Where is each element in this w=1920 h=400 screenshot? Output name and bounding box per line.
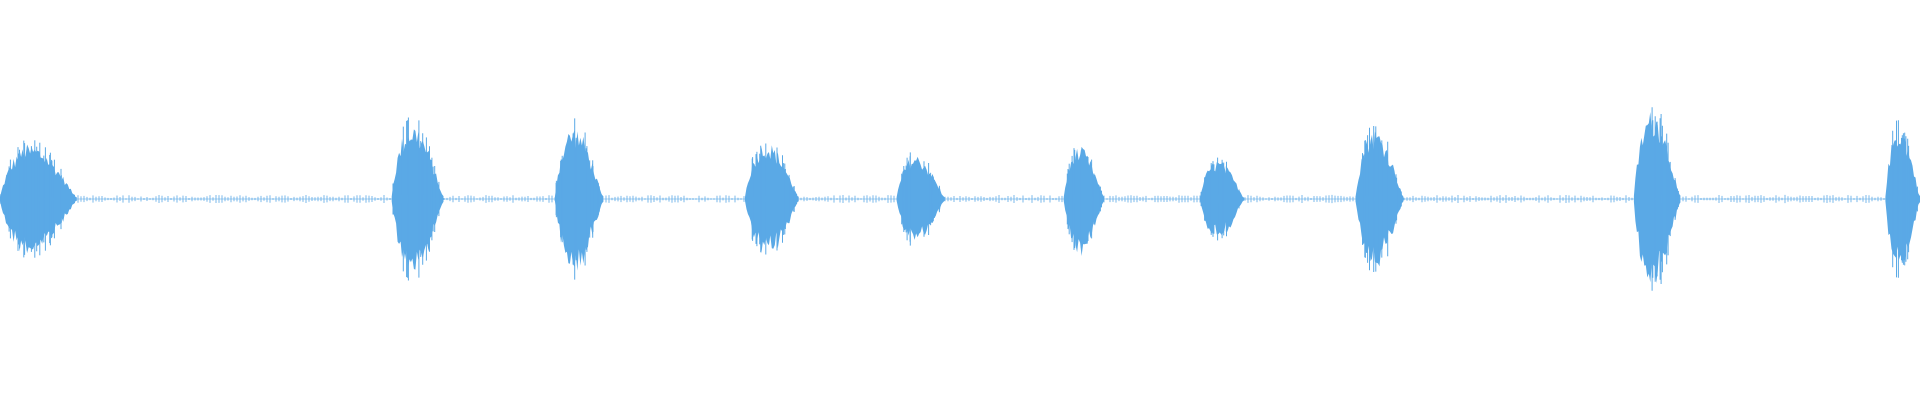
waveform-burst-2 bbox=[391, 129, 444, 270]
waveform-noise bbox=[0, 194, 1918, 204]
